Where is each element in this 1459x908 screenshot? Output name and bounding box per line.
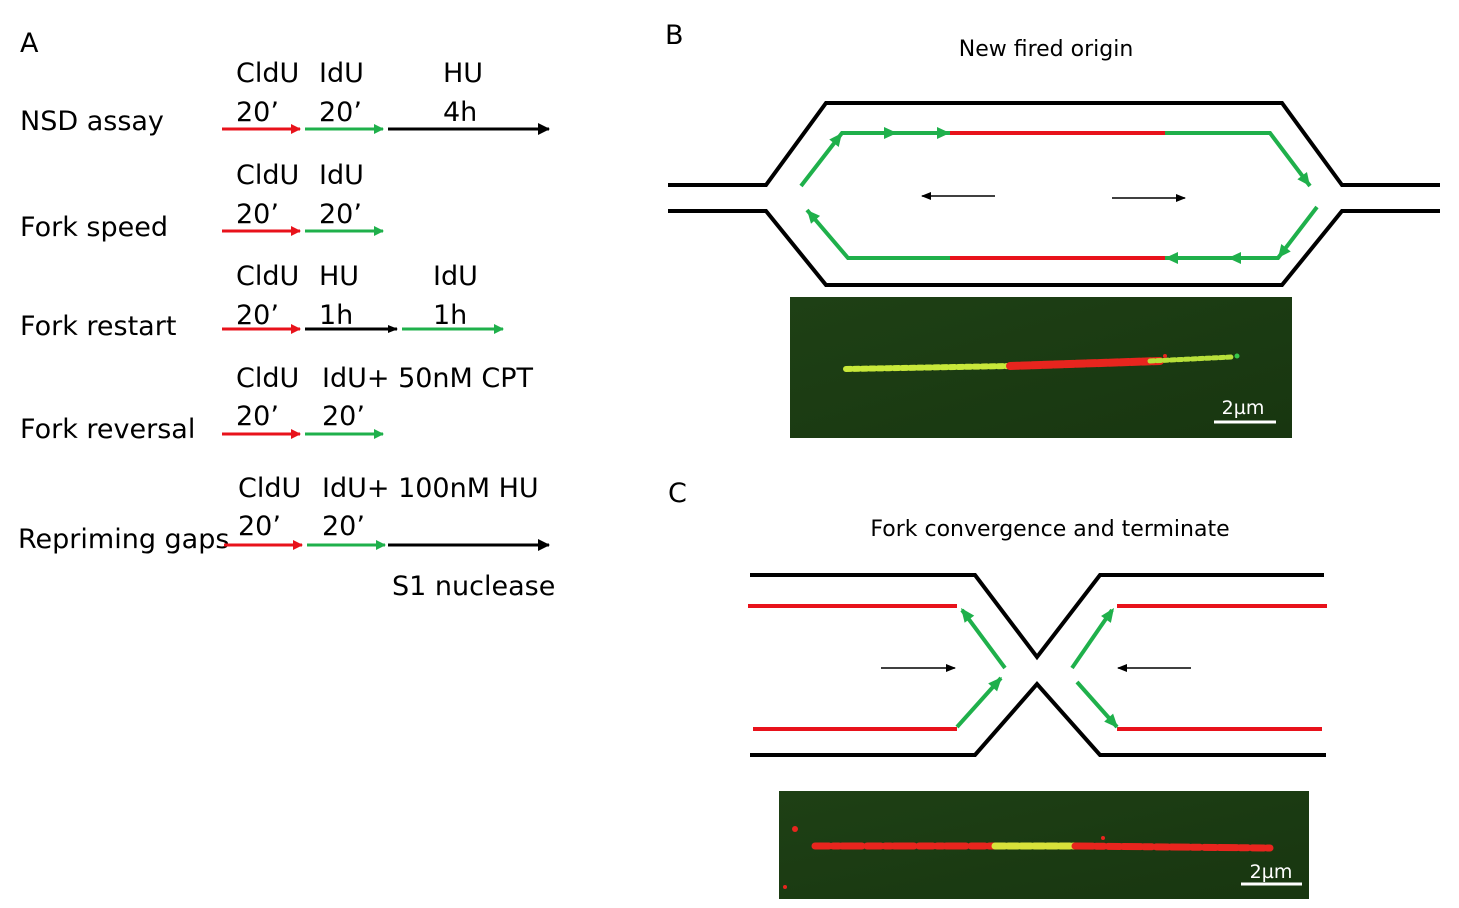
- panel-b-letter: B: [665, 20, 684, 51]
- segment-label: CldU: [236, 58, 299, 89]
- arrowhead: [1297, 172, 1310, 186]
- idu-track-top-left: [799, 131, 950, 188]
- segment-label: IdU: [319, 160, 364, 191]
- segment-time: 20’: [236, 401, 279, 432]
- fiber-image-b: 2µm: [790, 297, 1292, 438]
- arrowhead: [1165, 252, 1178, 264]
- parental-strand-top: [750, 573, 1324, 661]
- protocol-row-fork-restart: Fork restart CldU 20’ HU 1h IdU 1h: [20, 261, 504, 342]
- segment-time: 20’: [319, 97, 362, 128]
- idu-track-top-left: [960, 608, 1007, 670]
- segment-time: 20’: [322, 511, 365, 542]
- arrowhead: [1228, 252, 1241, 264]
- segment-label: HU: [319, 261, 359, 292]
- protocol-row-fork-reversal: Fork reversal CldU 20’ IdU+ 50nM CPT 20’: [20, 363, 534, 445]
- arrowhead: [961, 608, 975, 623]
- fiber-dot: [783, 885, 787, 889]
- panel-c-letter: C: [668, 478, 687, 509]
- segment-time: 1h: [433, 300, 467, 331]
- fiber-dot: [792, 826, 798, 832]
- segment-time: 20’: [236, 199, 279, 230]
- protocol-name: Repriming gaps: [18, 524, 229, 555]
- panel-c: C Fork convergence and terminate: [668, 478, 1327, 899]
- idu-track-top-right: [1070, 608, 1114, 670]
- protocol-row-nsd-assay: NSD assay CldU 20’ IdU 20’ HU 4h: [20, 58, 550, 137]
- segment-time: 20’: [236, 97, 279, 128]
- idu-track-top-right: [1165, 131, 1312, 188]
- arrowhead: [884, 127, 897, 139]
- parental-strand-bottom: [668, 209, 1440, 287]
- panel-b-caption: New fired origin: [959, 37, 1134, 62]
- panel-b: B New fired origin: [665, 20, 1440, 438]
- fiber-dot: [1234, 353, 1240, 359]
- segment-label: IdU+ 100nM HU: [322, 473, 539, 504]
- arrowhead: [829, 133, 842, 147]
- scale-bar-label: 2µm: [1222, 397, 1265, 419]
- segment-label: HU: [443, 58, 483, 89]
- idu-track-bottom-left: [805, 208, 950, 260]
- segment-time: 20’: [322, 401, 365, 432]
- segment-label: CldU: [236, 160, 299, 191]
- segment-time: 20’: [236, 300, 279, 331]
- arrowhead: [937, 127, 950, 139]
- fiber-dot: [1163, 354, 1167, 358]
- arrowhead: [1101, 608, 1114, 623]
- protocol-name: Fork speed: [20, 212, 168, 243]
- segment-time: 4h: [443, 97, 477, 128]
- segment-label: CldU: [236, 363, 299, 394]
- cldu-fiber-right: [1071, 842, 1274, 852]
- cldu-fiber: [1006, 357, 1164, 370]
- arrowhead: [807, 210, 821, 224]
- scale-bar-label: 2µm: [1250, 861, 1293, 883]
- panel-a: A NSD assay CldU 20’ IdU 20’ HU 4h Fork …: [18, 28, 555, 602]
- segment-time: 20’: [319, 199, 362, 230]
- protocol-name: Fork restart: [20, 311, 176, 342]
- idu-fiber-left: [843, 363, 1013, 372]
- segment-time: 20’: [238, 511, 281, 542]
- arrowhead: [1104, 713, 1118, 728]
- protocol-name: Fork reversal: [20, 414, 195, 445]
- idu-track-bottom-right: [1165, 205, 1319, 260]
- fiber-image-c: 2µm: [779, 791, 1309, 899]
- segment-label: CldU: [236, 261, 299, 292]
- arrowhead: [988, 677, 1002, 692]
- segment-label: IdU+ 50nM CPT: [322, 363, 534, 394]
- arrowhead: [1278, 244, 1291, 258]
- segment-time: 1h: [319, 300, 353, 331]
- treatment-note: S1 nuclease: [392, 571, 555, 602]
- panel-a-letter: A: [20, 28, 39, 59]
- protocol-row-fork-speed: Fork speed CldU 20’ IdU 20’: [20, 160, 384, 243]
- segment-label: IdU: [319, 58, 364, 89]
- segment-label: IdU: [433, 261, 478, 292]
- segment-label: CldU: [238, 473, 301, 504]
- panel-c-caption: Fork convergence and terminate: [870, 517, 1229, 542]
- parental-strand-bottom: [750, 680, 1326, 757]
- protocol-row-repriming-gaps: Repriming gaps CldU 20’ IdU+ 100nM HU 20…: [18, 473, 555, 602]
- parental-strand-top: [668, 101, 1440, 187]
- protocol-name: NSD assay: [20, 106, 164, 137]
- idu-fiber-right: [1147, 354, 1235, 364]
- fiber-dot: [1101, 836, 1105, 840]
